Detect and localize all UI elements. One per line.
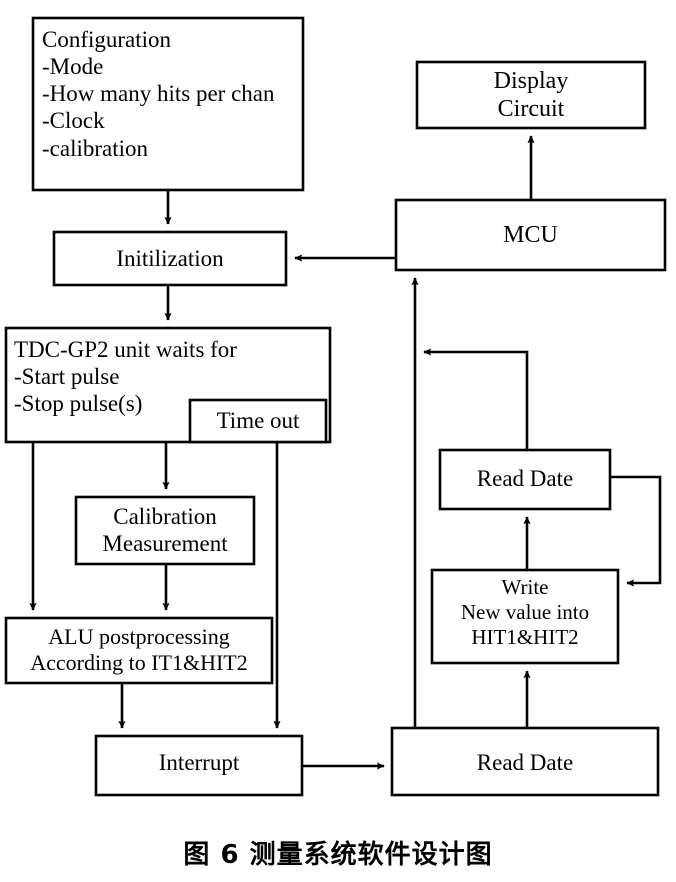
edge-read-date-upper-loop-to-write <box>610 475 662 587</box>
node-box-write-new-value <box>430 568 620 665</box>
node-box-interrupt <box>94 734 304 797</box>
node-box-read-date-upper <box>438 448 612 511</box>
node-box-alu-postprocessing <box>4 616 274 685</box>
node-box-read-date-lower <box>390 726 660 797</box>
node-box-calibration-measurement <box>74 495 256 566</box>
node-box-display-circuit <box>415 60 647 130</box>
node-box-initilization <box>52 230 288 287</box>
edge-read-date-upper-to-mcu-trunk <box>423 348 529 450</box>
node-box-mcu <box>394 198 667 272</box>
node-box-configuration <box>31 16 305 192</box>
node-box-time-out <box>188 398 328 444</box>
figure-caption: 图 6 测量系统软件设计图 <box>183 840 493 870</box>
